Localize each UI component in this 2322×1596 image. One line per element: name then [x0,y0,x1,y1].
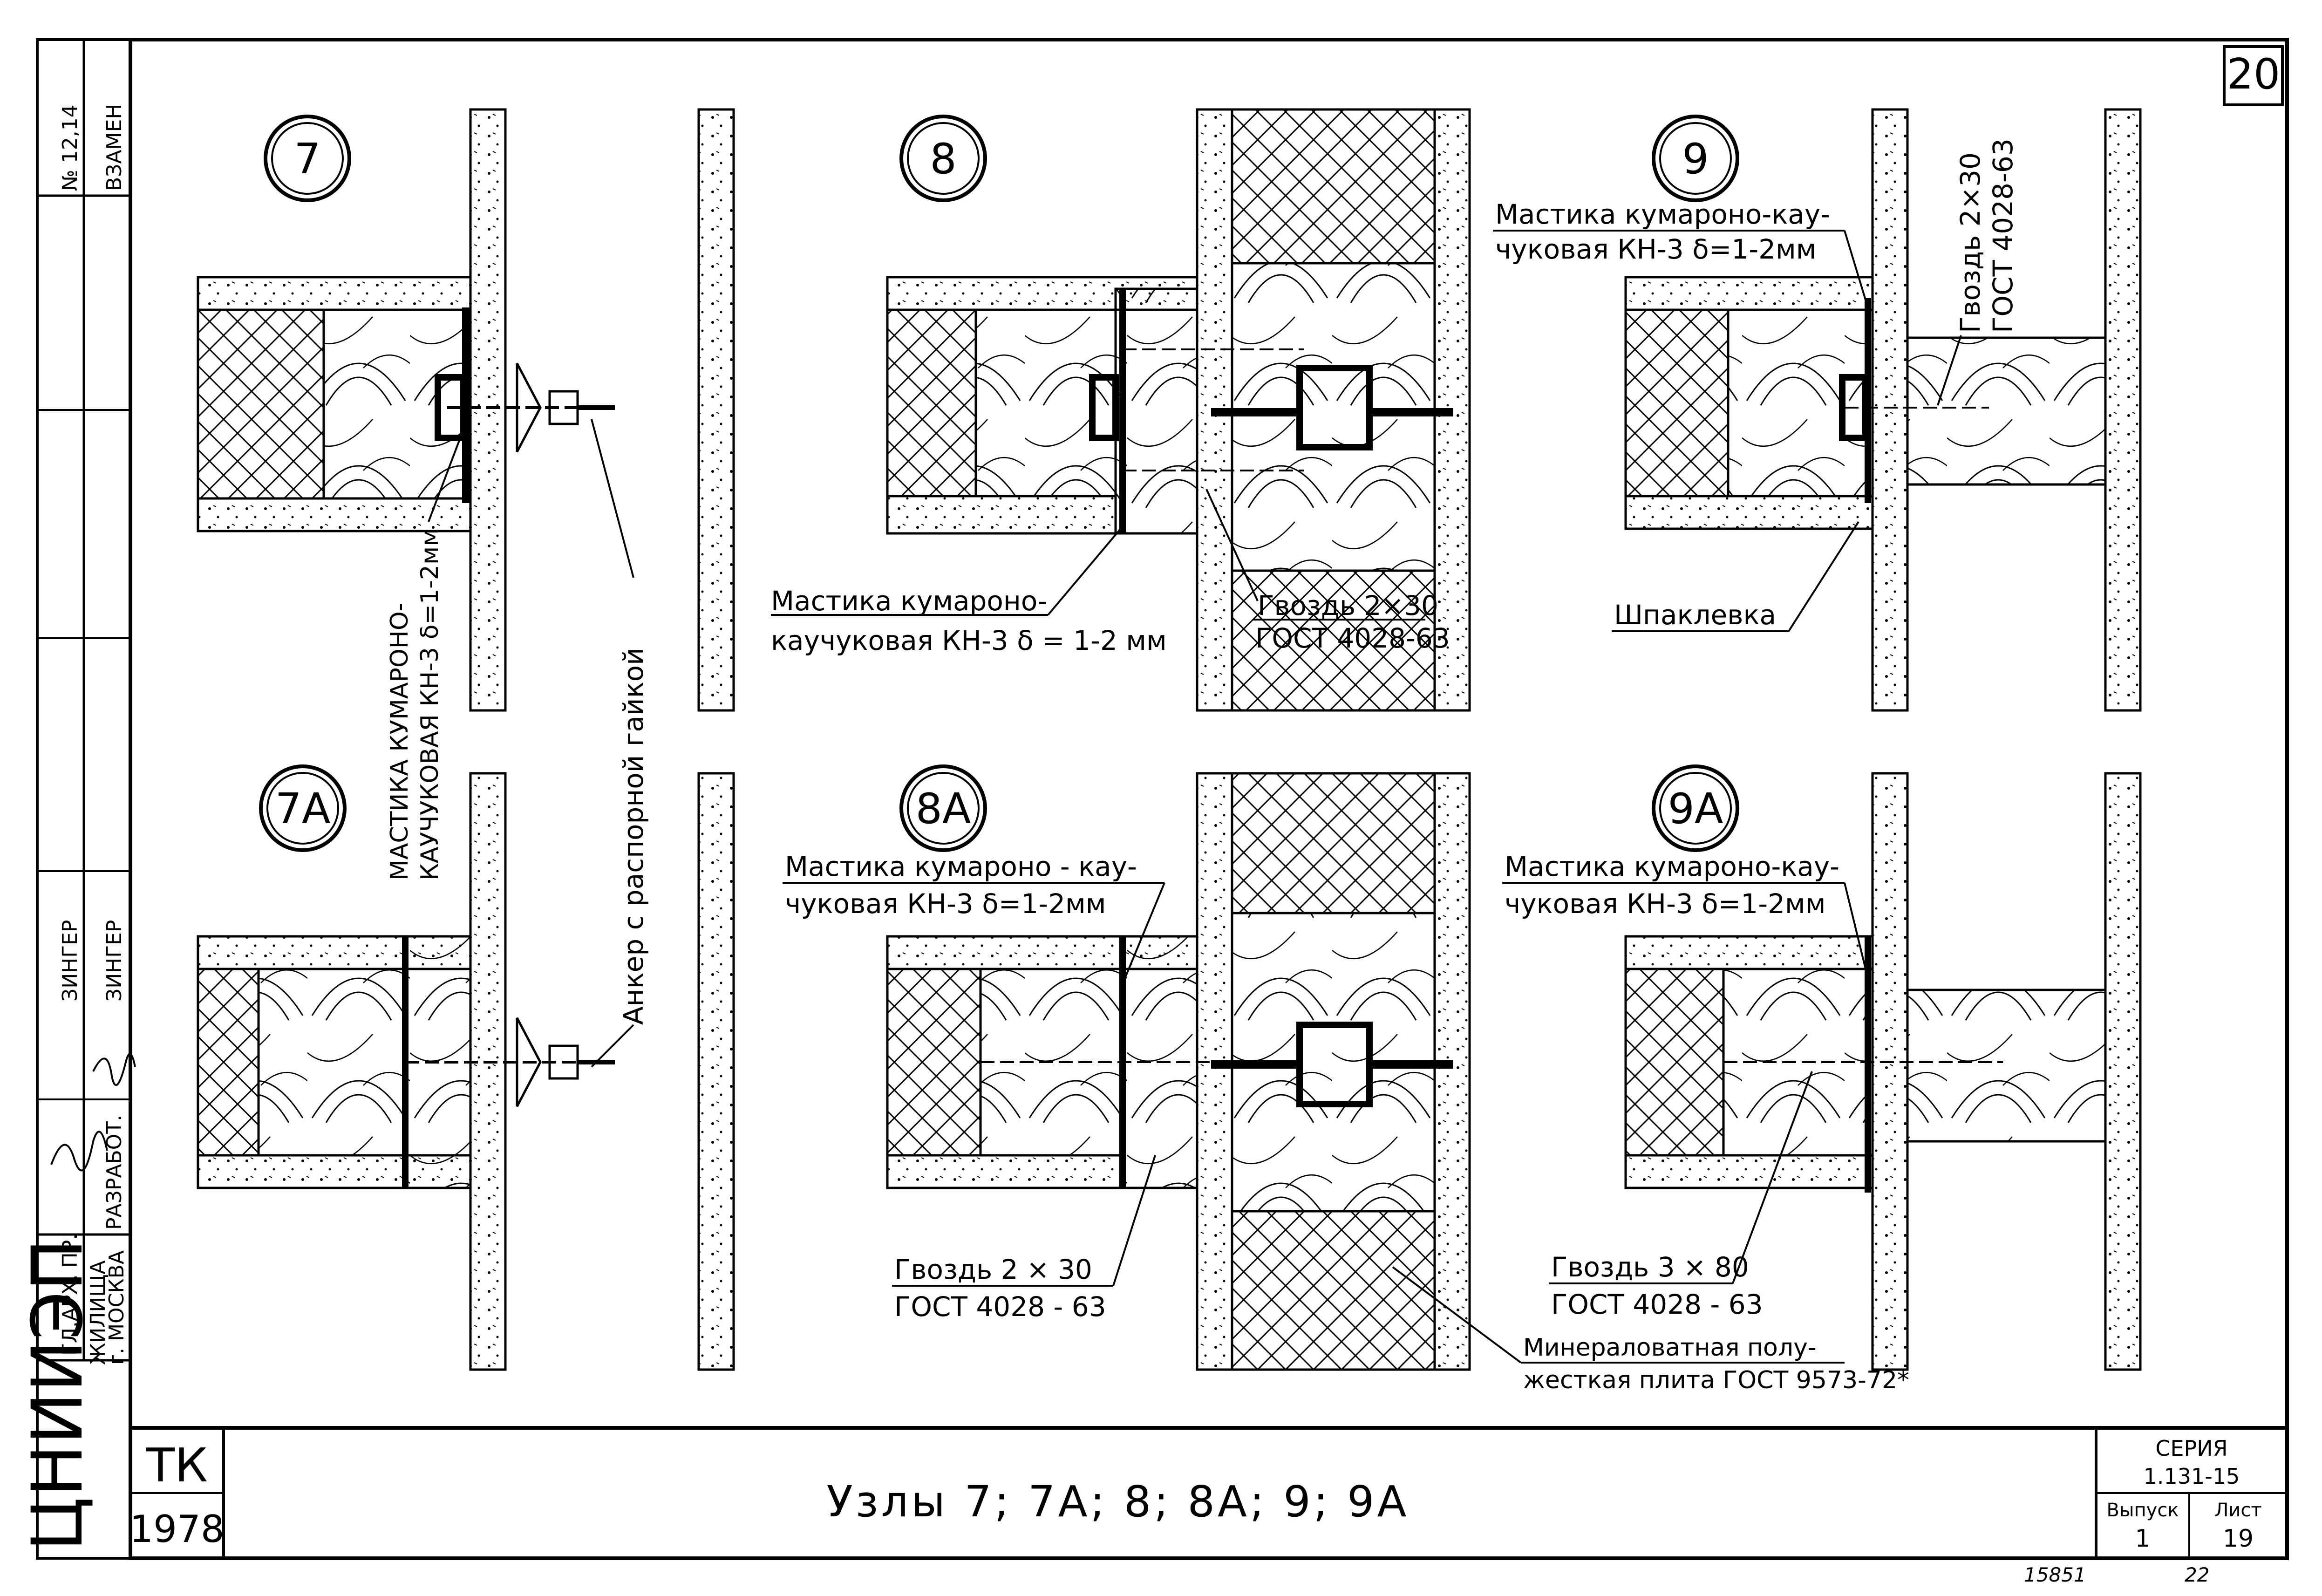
label-mastic-node-8-line2: каучуковая КН-3 δ = 1-2 мм [771,625,1167,656]
node-7-marker [264,115,351,202]
label-mineral-wool-line2: жесткая плита ГОСТ 9573-72* [1523,1366,1909,1394]
node-7a-detail: 7А [197,764,735,1371]
title-block: ТК 1978 Узлы 7; 7А; 8; 8А; 9; 9А СЕРИЯ 1… [129,1426,2287,1558]
node-8a-number: 8А [916,784,971,833]
node-8a-detail: 8А [886,764,1471,1371]
label-mastic-node-8-line1: Мастика кумароно- [771,585,1047,617]
footer-code: 15851 [2024,1563,2086,1586]
node-9a-detail: 9А [1624,764,2142,1371]
label-mastic-node-9-line1: Мастика кумароно-кау- [1495,198,1830,230]
tk-code: ТК [146,1438,208,1493]
node-7-detail: 7 [197,108,735,712]
label-nail-node-8a-line2: ГОСТ 4028 - 63 [894,1291,1106,1323]
signature-1 [50,1131,108,1172]
label-mastic-node-9-line2: чуковая КН-3 δ=1-2мм [1495,233,1817,265]
replace-number: № 12,14 [58,104,82,191]
sheet-label: Лист [2214,1500,2261,1521]
issue-label: Выпуск [2107,1500,2179,1521]
label-nail-node-9a-line2: ГОСТ 4028 - 63 [1551,1289,1763,1320]
label-mastic-node-8a-line2: чуковая КН-3 δ=1-2мм [785,888,1106,920]
label-nail-node-8-line2: ГОСТ 4028-63 [1255,622,1450,654]
name-chief-architect: ЗИНГЕР [58,920,82,1002]
footer-page: 22 [2185,1563,2209,1586]
label-mineral-wool-line1: Минераловатная полу- [1523,1334,1817,1362]
label-nail-node-8-line1: Гвоздь 2×30 [1258,590,1438,621]
node-7a-number: 7А [275,784,331,833]
node-9-number: 9 [1682,135,1709,184]
page-number-box: 20 [2223,45,2284,106]
label-nail-node-8a-line1: Гвоздь 2 × 30 [894,1254,1092,1285]
year: 1978 [129,1507,225,1551]
node-9-detail: 9 [1624,108,2142,712]
page-number: 20 [2227,50,2281,99]
signature-2 [92,1053,136,1086]
label-nail-node-9-line1: Гвоздь 2×30 [1954,152,1986,333]
node-9-marker [1652,115,1739,202]
label-mastic-node-9a-line1: Мастика кумароно-кау- [1505,851,1839,882]
label-nail-node-9a-line1: Гвоздь 3 × 80 [1551,1251,1749,1283]
node-8a-marker [899,764,987,852]
label-mastic-node-9a-line2: чуковая КН-3 δ=1-2мм [1505,888,1826,920]
label-mastic-node-8a-line1: Мастика кумароно - кау- [785,851,1137,882]
role-developer: РАЗРАБОТ. [102,1115,126,1230]
name-developer: ЗИНГЕР [102,920,126,1002]
org-subtitle-2: г. МОСКВА [105,1250,129,1365]
org-subtitle-1: ЖИЛИЩА [86,1260,110,1365]
replace-label: ВЗАМЕН [102,104,126,191]
label-anchor: Анкер с распорной гайкой [618,648,649,1025]
left-stamp: № 12,14 ВЗАМЕН ГЛ.АРХ. ПР. ЗИНГЕР РАЗРАБ… [17,38,136,1560]
node-9a-marker [1652,764,1739,852]
role-chief-architect: ГЛ.АРХ. ПР. [58,1234,82,1356]
node-7a-marker [259,764,347,852]
label-mastic-vertical-2: КАУЧУКОВАЯ КН-3 δ=1-2мм [416,528,444,880]
node-8-marker [899,115,987,202]
series-value: 1.131-15 [2144,1464,2240,1489]
label-mastic-vertical-1: МАСТИКА КУМАРОНО- [386,602,414,880]
node-8-detail: 8 [886,108,1471,712]
sheet-value: 19 [2223,1525,2254,1553]
label-putty: Шпаклевка [1614,599,1776,631]
drawing-title: Узлы 7; 7А; 8; 8А; 9; 9А [827,1477,1410,1527]
series-label: СЕРИЯ [2155,1436,2227,1461]
label-nail-node-9-line2: ГОСТ 4028-63 [1987,138,2019,333]
node-9a-number: 9А [1668,784,1723,833]
issue-value: 1 [2135,1525,2150,1553]
node-8-number: 8 [930,135,956,184]
org-logo: ЦНИИЭП [17,1239,98,1551]
node-7-number: 7 [294,135,320,184]
